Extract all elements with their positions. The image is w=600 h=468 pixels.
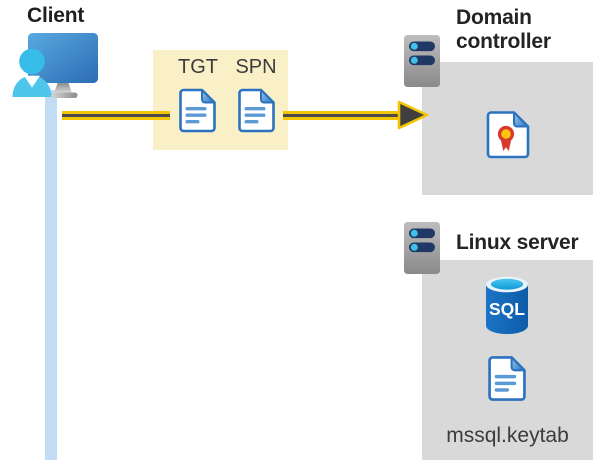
sql-database-icon: SQL xyxy=(486,276,528,335)
spn-label: SPN xyxy=(235,56,277,78)
keytab-document-icon xyxy=(488,356,526,401)
client-timeline-line xyxy=(45,90,57,460)
auth-arrow-left-segment xyxy=(62,111,170,120)
certificate-icon xyxy=(486,111,530,159)
auth-arrow-right-icon xyxy=(397,100,429,130)
domain-controller-label: Domain controller xyxy=(456,6,551,53)
keytab-filename: mssql.keytab xyxy=(446,424,569,447)
sql-icon-text: SQL xyxy=(489,299,525,319)
client-icon xyxy=(12,33,98,98)
auth-arrow-right-segment xyxy=(283,111,399,120)
tgt-label: TGT xyxy=(178,56,218,78)
linux-server-icon xyxy=(404,222,440,274)
domain-controller-server-icon xyxy=(404,35,440,87)
tgt-document-icon xyxy=(179,88,216,133)
linux-server-label: Linux server xyxy=(456,231,579,254)
spn-document-icon xyxy=(238,88,275,133)
client-label: Client xyxy=(27,4,85,27)
